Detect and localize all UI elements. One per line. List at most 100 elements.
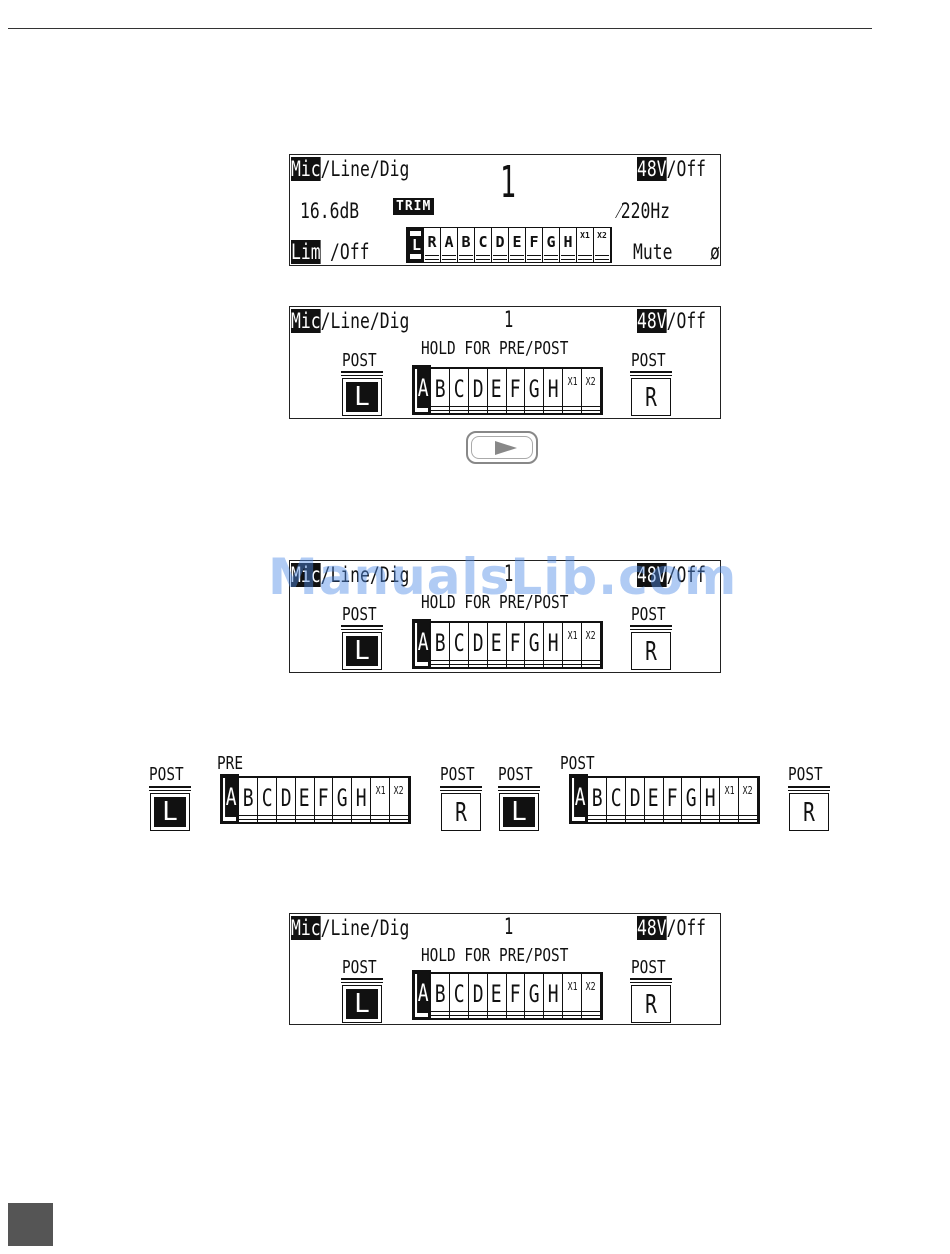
bus-cell: G bbox=[525, 974, 545, 1018]
bus-cell: X1 bbox=[563, 623, 583, 667]
input-select-label: Mic/Line/Dig bbox=[291, 916, 410, 940]
lcd-screen-hold: Mic/Line/Dig 1 48V/Off HOLD FOR PRE/POST… bbox=[289, 306, 721, 419]
phantom-power-label: 48V/Off bbox=[637, 309, 707, 333]
bus-strip: A B C D E F G H X1 X2 bbox=[412, 365, 603, 415]
bus-cell: H bbox=[544, 623, 564, 667]
bus-cell: F bbox=[506, 369, 526, 413]
phantom-power-label: 48V/Off bbox=[637, 157, 707, 181]
bus-cell: D bbox=[276, 778, 296, 822]
hold-instruction: HOLD FOR PRE/POST bbox=[421, 338, 569, 359]
right-bus-box: R bbox=[440, 786, 482, 833]
bus-cell-l: L bbox=[407, 228, 424, 262]
bus-cell: D bbox=[468, 974, 488, 1018]
bus-cell: C bbox=[449, 623, 469, 667]
channel-number: 1 bbox=[504, 562, 514, 587]
bus-cell: H bbox=[544, 974, 564, 1018]
bus-cell: D bbox=[468, 623, 488, 667]
bus-cell: B bbox=[588, 778, 607, 822]
play-icon bbox=[495, 441, 517, 455]
bus-cell: X2 bbox=[390, 778, 410, 822]
channel-number: 1 bbox=[504, 915, 514, 940]
right-bus-box: R bbox=[788, 786, 830, 833]
bus-cell: X1 bbox=[720, 778, 740, 822]
bus-cell: R bbox=[424, 228, 441, 262]
right-bus-box: R bbox=[630, 978, 672, 1025]
bus-cell: X1 bbox=[563, 369, 583, 413]
post-label-left: POST bbox=[342, 350, 377, 371]
bus-cell: H bbox=[560, 228, 577, 262]
bus-cell: C bbox=[475, 228, 492, 262]
bus-strip-mini: L R A B C D E F G H X1 X2 bbox=[406, 227, 612, 263]
post-label: POST bbox=[498, 764, 533, 785]
mute-label: Mute bbox=[633, 240, 673, 264]
left-bus-box: L bbox=[341, 371, 383, 418]
channel-number: 1 bbox=[504, 308, 514, 333]
lcd-screen-hold-3: Mic/Line/Dig 1 48V/Off HOLD FOR PRE/POST… bbox=[289, 913, 721, 1025]
bus-cell: X2 bbox=[594, 228, 611, 262]
hpf-value: ⁄220Hz bbox=[618, 199, 671, 223]
input-select-label: Mic/Line/Dig bbox=[291, 563, 410, 587]
bus-cell: E bbox=[487, 623, 507, 667]
bus-cell: X2 bbox=[582, 369, 602, 413]
bus-cell: C bbox=[449, 369, 469, 413]
hold-instruction: HOLD FOR PRE/POST bbox=[421, 945, 569, 966]
bus-cell: G bbox=[543, 228, 560, 262]
limiter-label: Lim bbox=[291, 240, 321, 264]
bus-cell: D bbox=[492, 228, 509, 262]
bus-cell: X2 bbox=[739, 778, 759, 822]
play-button[interactable] bbox=[466, 431, 538, 464]
post-label: POST bbox=[440, 764, 475, 785]
top-rule bbox=[8, 28, 872, 29]
input-select-label: Mic/Line/Dig bbox=[291, 157, 410, 181]
watermark: ManualsLib.com bbox=[268, 548, 738, 606]
bus-cell-selected: A bbox=[569, 774, 588, 824]
bus-strip-post: A B C D E F G H X1 X2 bbox=[569, 774, 760, 824]
bus-strip-pre: A B C D E F G H X1 X2 bbox=[220, 774, 411, 824]
input-select-label: Mic/Line/Dig bbox=[291, 309, 410, 333]
bus-cell: E bbox=[487, 369, 507, 413]
post-label: POST bbox=[149, 764, 184, 785]
phantom-power-label: 48V/Off bbox=[637, 916, 707, 940]
bus-cell: H bbox=[352, 778, 372, 822]
trim-badge: TRIM bbox=[393, 198, 435, 215]
bus-cell: G bbox=[333, 778, 353, 822]
bus-cell: H bbox=[701, 778, 721, 822]
bus-cell: X1 bbox=[577, 228, 594, 262]
bus-cell: F bbox=[506, 623, 526, 667]
gain-value: 16.6dB bbox=[300, 199, 360, 223]
hold-instruction: HOLD FOR PRE/POST bbox=[421, 592, 569, 613]
bus-cell: E bbox=[644, 778, 664, 822]
post-label-right: POST bbox=[631, 957, 666, 978]
phase-symbol: ø bbox=[710, 240, 720, 264]
bus-strip: A B C D E F G H X1 X2 bbox=[412, 970, 603, 1020]
bus-cell: G bbox=[525, 623, 545, 667]
right-bus-box: R bbox=[630, 625, 672, 672]
bus-cell: D bbox=[625, 778, 645, 822]
bus-cell: E bbox=[487, 974, 507, 1018]
limiter-off-label: /Off bbox=[330, 240, 370, 264]
bus-cell: X1 bbox=[371, 778, 391, 822]
bus-cell: X2 bbox=[582, 623, 602, 667]
bus-cell-selected: A bbox=[220, 774, 239, 824]
lcd-screen-hold-2: Mic/Line/Dig 1 48V/Off HOLD FOR PRE/POST… bbox=[289, 560, 721, 673]
post-label-right: POST bbox=[631, 350, 666, 371]
bus-cell: B bbox=[431, 623, 450, 667]
post-label-left: POST bbox=[342, 604, 377, 625]
bus-cell: F bbox=[314, 778, 334, 822]
bus-cell: X2 bbox=[582, 974, 602, 1018]
channel-number: 1 bbox=[500, 157, 516, 208]
post-label: POST bbox=[560, 753, 595, 774]
bus-cell-selected: A bbox=[412, 970, 431, 1020]
bus-cell: B bbox=[431, 974, 450, 1018]
phantom-power-label: 48V/Off bbox=[637, 563, 707, 587]
page-tab-marker bbox=[8, 1203, 53, 1246]
bus-cell: C bbox=[257, 778, 277, 822]
bus-cell: B bbox=[239, 778, 258, 822]
bus-cell: E bbox=[295, 778, 315, 822]
bus-cell: E bbox=[509, 228, 526, 262]
bus-cell: A bbox=[441, 228, 458, 262]
left-bus-box: L bbox=[341, 978, 383, 1025]
bus-cell-selected: A bbox=[412, 619, 431, 669]
bus-strip: A B C D E F G H X1 X2 bbox=[412, 619, 603, 669]
left-bus-box: L bbox=[341, 625, 383, 672]
